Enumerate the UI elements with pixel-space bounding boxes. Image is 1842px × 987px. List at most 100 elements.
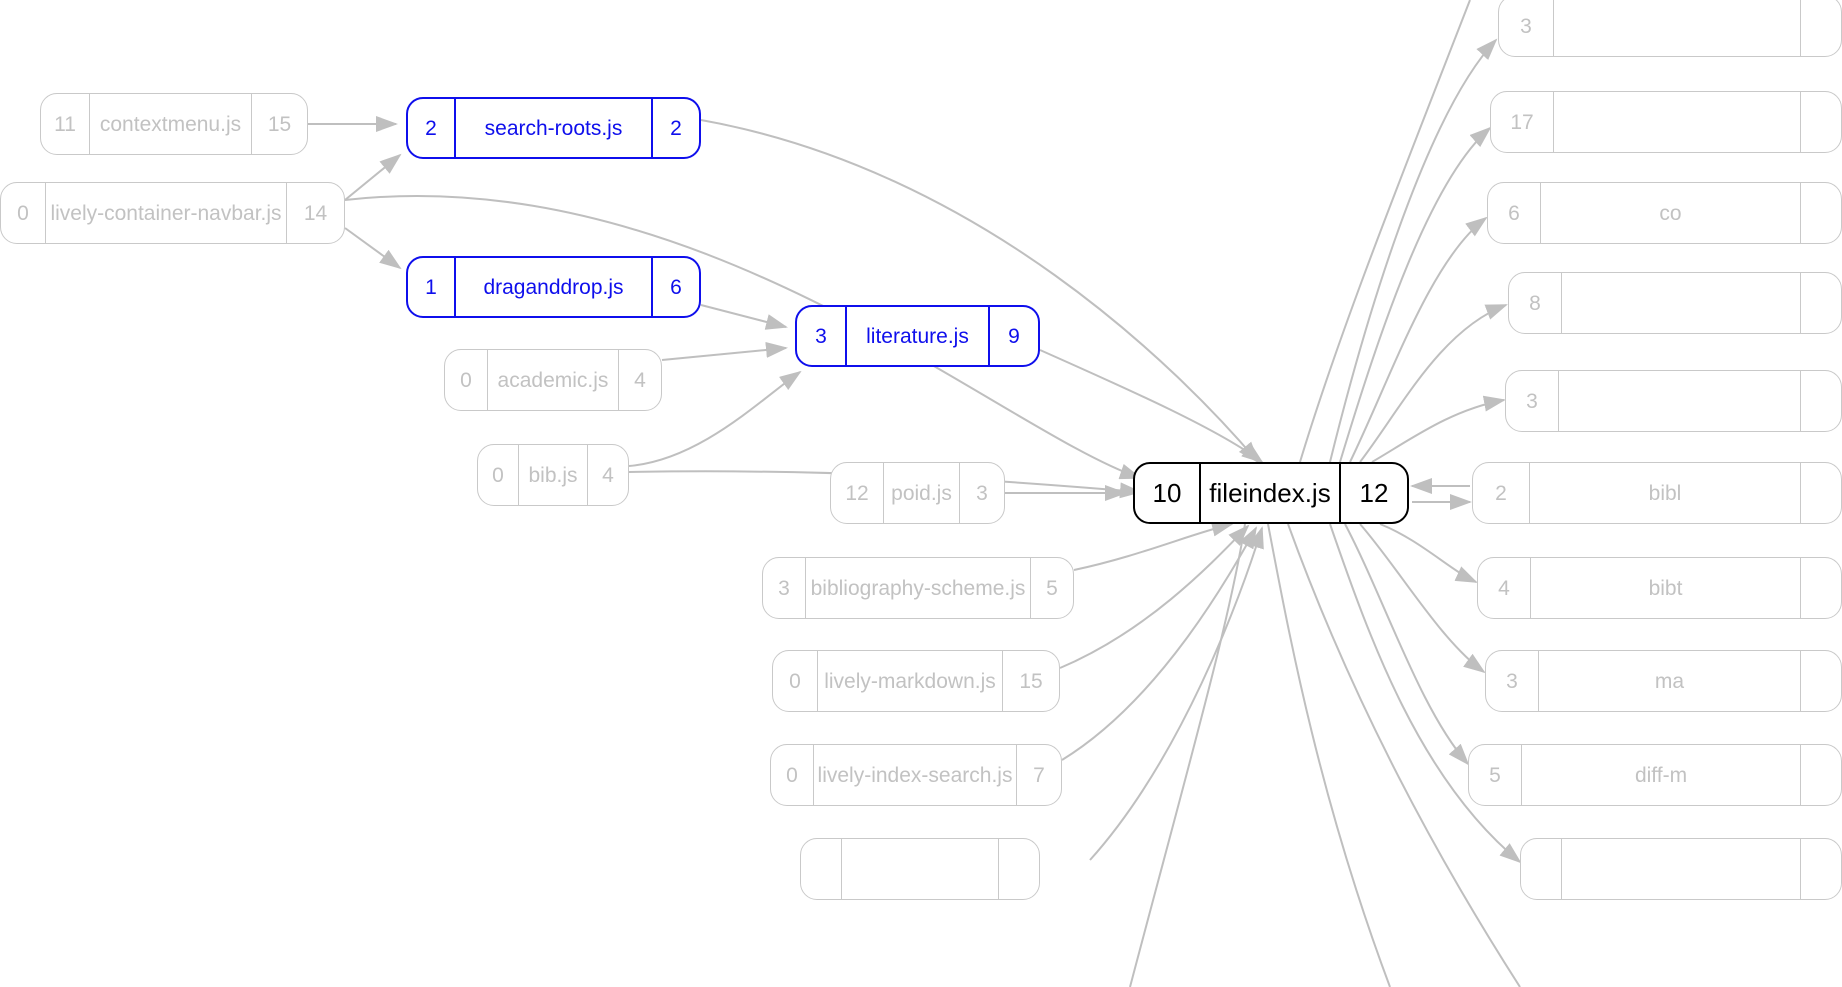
node-outgoing-count <box>1801 651 1841 711</box>
node-filename-label: lively-index-search.js <box>817 763 1013 787</box>
graph-edge <box>1059 524 1250 669</box>
graph-node-right-3b[interactable]: 3 <box>1505 370 1842 432</box>
node-divider-right <box>651 99 653 157</box>
graph-edge <box>1061 526 1257 761</box>
node-outgoing-count <box>1801 839 1841 899</box>
node-divider-right <box>1800 371 1801 431</box>
node-outgoing-count <box>1801 273 1841 333</box>
node-incoming-count: 10 <box>1152 478 1182 508</box>
node-incoming-count: 0 <box>786 763 798 787</box>
node-outgoing-count <box>999 839 1039 899</box>
node-incoming-count: 3 <box>1506 669 1518 693</box>
node-divider-left <box>1553 0 1554 56</box>
node-incoming-count: 3 <box>1526 389 1538 413</box>
node-incoming-count <box>1521 839 1561 899</box>
node-divider-left <box>845 307 847 365</box>
node-outgoing-count: 12 <box>1359 478 1389 508</box>
node-incoming-count: 0 <box>460 368 472 392</box>
node-outgoing-count <box>1801 463 1841 523</box>
node-filename-label: draganddrop.js <box>483 275 624 299</box>
node-divider-left <box>1561 273 1562 333</box>
node-divider-right <box>1800 92 1801 152</box>
node-divider-right <box>286 183 287 243</box>
node-divider-left <box>1553 92 1554 152</box>
node-divider-right <box>587 445 588 505</box>
node-filename-label: bibl <box>1648 481 1682 505</box>
node-divider-right <box>988 307 990 365</box>
node-divider-left <box>841 839 842 899</box>
node-filename-label: bib.js <box>528 463 578 487</box>
graph-node-right-3a[interactable]: 3 <box>1498 0 1842 57</box>
node-incoming-count: 11 <box>54 112 76 136</box>
node-outgoing-count <box>1801 371 1841 431</box>
node-divider-left <box>1540 183 1541 243</box>
graph-edge <box>661 341 788 361</box>
node-outgoing-count: 15 <box>267 112 292 136</box>
node-divider-left <box>89 94 90 154</box>
node-filename-label: lively-container-navbar.js <box>50 201 282 225</box>
graph-edge <box>700 119 1260 464</box>
node-filename-label: academic.js <box>497 368 609 392</box>
node-divider-left <box>1529 463 1530 523</box>
node-filename-label: literature.js <box>866 324 969 348</box>
node-outgoing-count: 6 <box>670 275 682 299</box>
node-filename-label <box>1562 273 1800 333</box>
graph-node-right-partial-bottom[interactable] <box>1520 838 1842 900</box>
graph-node-right-5[interactable]: 5 diff-m <box>1468 744 1842 806</box>
node-filename-label: search-roots.js <box>484 116 623 140</box>
node-incoming-count: 5 <box>1489 763 1501 787</box>
node-outgoing-count <box>1801 558 1841 618</box>
node-outgoing-count <box>1801 0 1841 56</box>
node-filename-label: poid.js <box>891 481 952 505</box>
node-divider-left <box>454 99 456 157</box>
node-divider-right <box>998 839 999 899</box>
graph-node-right-17[interactable]: 17 <box>1490 91 1842 153</box>
graph-edge <box>1039 349 1264 464</box>
node-filename-label: lively-markdown.js <box>824 669 996 693</box>
graph-node-contextmenu[interactable]: 11 contextmenu.js 15 <box>40 93 308 155</box>
graph-node-right-8[interactable]: 8 <box>1508 272 1842 334</box>
graph-edge <box>344 227 402 270</box>
node-incoming-count: 3 <box>1520 14 1532 38</box>
graph-edge <box>1329 38 1498 463</box>
node-filename-label <box>1559 371 1800 431</box>
node-divider-left <box>1558 371 1559 431</box>
node-divider-left <box>1538 651 1539 711</box>
node-divider-right <box>1030 558 1031 618</box>
graph-edge <box>1299 0 1471 463</box>
node-divider-right <box>959 463 960 523</box>
node-outgoing-count: 2 <box>670 116 682 140</box>
graph-edge <box>1267 523 1391 987</box>
graph-edge <box>1089 526 1264 861</box>
graph-node-bottom-partial[interactable] <box>800 838 1040 900</box>
node-filename-label: co <box>1659 201 1682 225</box>
node-divider-right <box>651 258 653 316</box>
node-divider-right <box>1800 183 1801 243</box>
node-incoming-count: 17 <box>1510 110 1534 134</box>
node-filename-label: bibt <box>1648 576 1683 600</box>
node-incoming-count: 8 <box>1529 291 1541 315</box>
graph-edge <box>344 153 402 201</box>
node-filename-label: diff-m <box>1634 763 1688 787</box>
node-outgoing-count: 9 <box>1008 324 1020 348</box>
node-divider-right <box>1002 651 1003 711</box>
node-outgoing-count <box>1801 745 1841 805</box>
graph-edge <box>1359 304 1508 463</box>
node-filename-label: contextmenu.js <box>99 112 242 136</box>
